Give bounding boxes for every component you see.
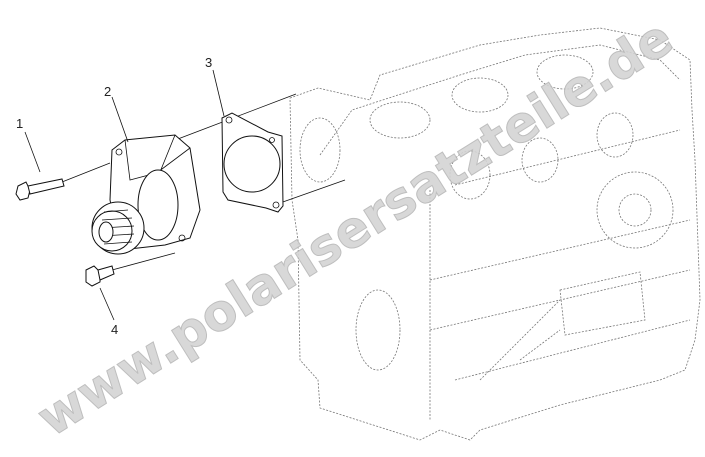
bolt-4[interactable] [85,265,115,287]
gasket[interactable] [221,112,284,213]
water-pump[interactable] [91,134,201,255]
callout-leaders [24,69,225,321]
callout-4[interactable]: 4 [111,322,118,337]
callout-3[interactable]: 3 [205,55,212,70]
engine-block [289,27,701,441]
callout-2[interactable]: 2 [104,84,111,99]
bolt-1[interactable] [15,178,65,201]
callout-1[interactable]: 1 [16,116,23,131]
